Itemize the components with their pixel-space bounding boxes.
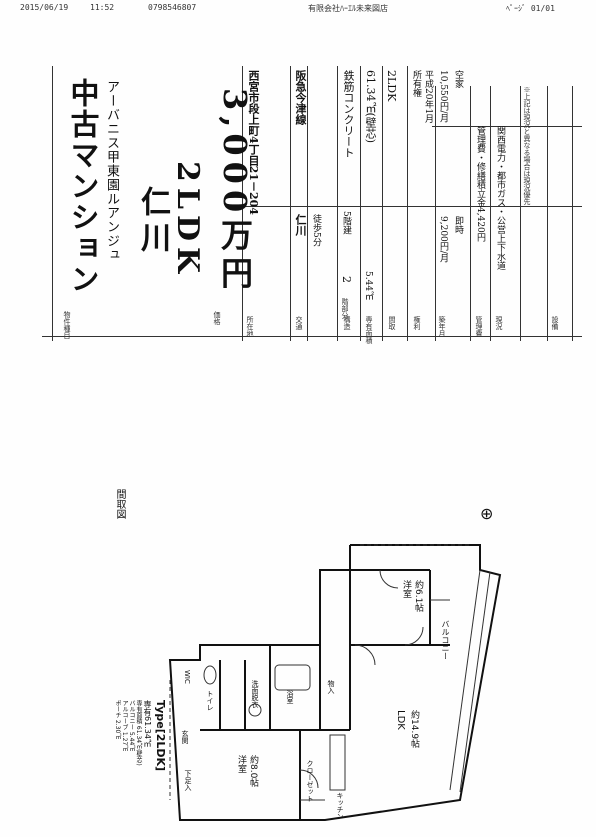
walk-time: 徒歩5分 [311,214,321,247]
property-category: 中古マンション [66,78,100,295]
balcony-area: 5.44㎡ [363,271,373,301]
floor-plan: 洋室 約6.1帖 LDK 約14.9帖 洋室 約8.0帖 浴室 洗面脱衣 トイレ… [150,530,510,830]
label-area: 専有面積 [365,316,373,344]
maintenance: 管理費・修繕積立金4,420円 [475,126,485,242]
fax-date: 2015/06/19 [20,3,69,12]
room-wic: WIC [183,670,191,684]
label-status: 現況 [495,316,503,330]
label-address: 所在地 [246,316,254,337]
room-toilet: トイレ [206,690,214,711]
floor-plan-title: 間取図 [114,489,125,519]
fax-page: ﾍﾟｰｼﾞ 01/01 [506,4,555,13]
exclusive-area: 61.34㎡(壁芯) [364,70,377,144]
label-fee: 管理費 [475,316,483,337]
label-traffic: 交通 [295,316,303,330]
room-storage: 物入 [327,680,335,694]
traffic-line: 阪急今津線 [294,70,307,125]
plan-type-block: Type[2LDK] 専有61.34㎡ 専有面積 61.34㎡(壁芯) バルコニ… [114,700,167,837]
reserve-fee: 9,200円/月 [438,216,448,263]
traffic-station: 仁川 [294,214,307,236]
price: 3,000万円 [216,88,254,295]
room-entrance: 玄関 [181,730,189,744]
floor-number: 2 [340,276,353,283]
label-layout: 間取 [388,316,396,330]
built-date: 平成20年1月 [423,70,433,124]
fax-phone: 0798546807 [148,3,197,12]
label-built: 築年月 [438,316,446,337]
room-western1-size: 約8.0帖 [248,755,258,788]
room-shoes: 下足入 [184,770,192,791]
label-equipment: 設備 [551,316,559,330]
station-name: 仁川 [135,186,170,258]
fax-time: 11:52 [90,3,115,12]
label-rights: 権利 [413,316,421,330]
plan-note-1: 専有面積 61.34㎡(壁芯) [135,700,142,766]
fax-header: 2015/06/19 11:52 0798546807 有限会社ﾊｰｴﾙ未来図店… [0,0,596,14]
address: 西宮市段上町4丁目21－204 [247,70,260,215]
layout-type: 2LDK [170,161,205,280]
floor-plan-drawing [168,544,502,821]
fax-sender: 有限会社ﾊｰｴﾙ未来図店 [308,4,388,13]
label-category: 物件種目 [63,311,71,339]
room-western1-label: 洋室 [236,755,246,773]
structure: 鉄筋コンクリート [342,70,355,158]
plan-area-line: 専有61.34㎡ [143,700,152,747]
room-kitchen: キッチン [336,792,344,820]
utilities: 関西電力・都市ガス・公営上下水道 [495,126,505,270]
room-ldk-size: 約14.9帖 [409,710,419,749]
label-price: 価格 [213,311,221,325]
plan-note-2: バルコニー 5.44㎡ [128,700,135,752]
label-structure: 構造 [343,316,351,330]
room-washroom: 洗面脱衣 [251,680,259,708]
ownership: 所有権 [411,70,421,97]
plan-type-label: Type[2LDK] [154,700,167,772]
plan-note-4: ポーチ 2.30㎡ [114,700,121,740]
plan-note-3: アルコーブ 1.27㎡ [121,700,128,752]
floors: 5階建 [341,211,351,235]
floor-suffix: 階部分 [341,298,349,319]
property-flyer: 中古マンション アーバニス甲東園ルアンジュ 仁川 2LDK 3,000万円 西宮… [42,66,582,344]
room-ldk-label: LDK [395,710,406,730]
room-western2-label: 洋室 [401,580,411,598]
handover: 即時 [453,216,463,234]
room-closet: クローゼット [306,760,314,802]
room-balcony: バルコニー [441,620,450,660]
room-western2-size: 約6.1帖 [413,580,423,613]
management-fee: 10,550円/月 [438,70,448,123]
status: 空家 [453,70,463,88]
room-bath: 浴室 [286,690,294,704]
building-name: アーバニス甲東園ルアンジュ [104,80,119,262]
note: ※上記は現況と異なる場合は現況優先 [523,86,531,205]
layout-detail: 2LDK [385,70,398,102]
north-compass-icon: ⊕ [480,504,494,523]
